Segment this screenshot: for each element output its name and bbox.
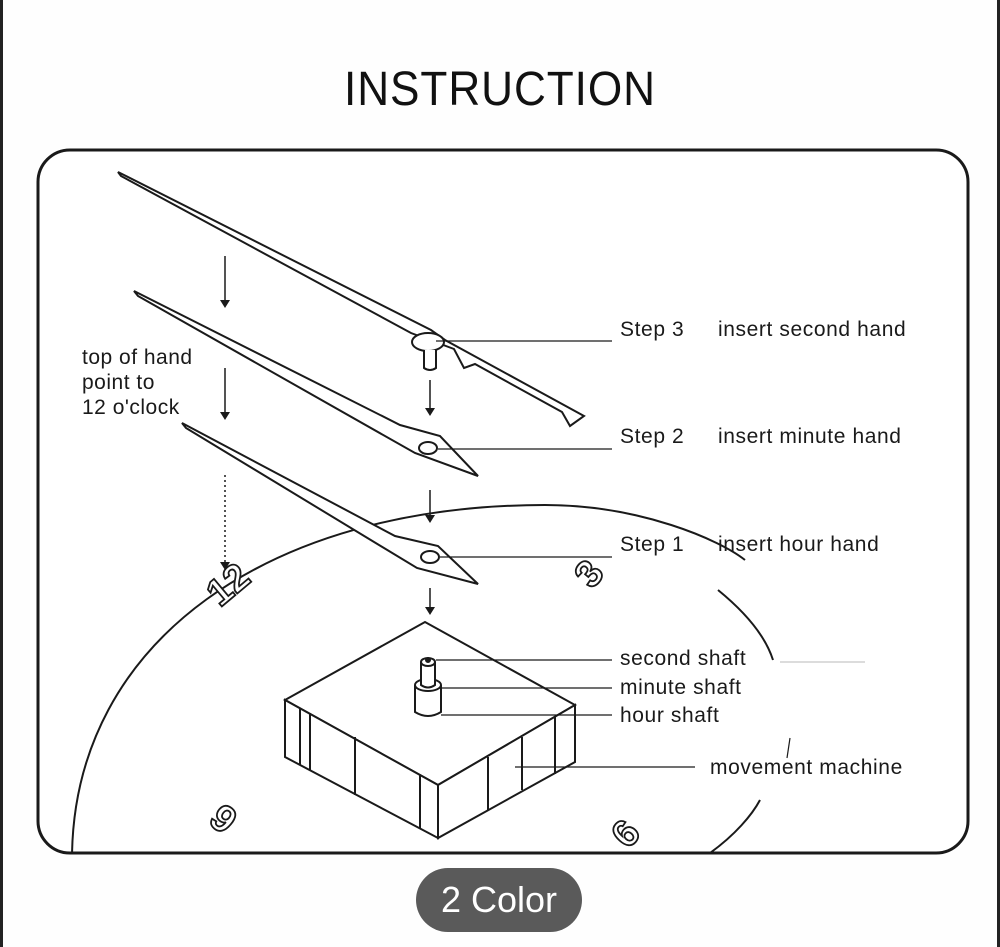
note-line-1: top of hand — [82, 346, 193, 369]
second-shaft-label: second shaft — [620, 647, 747, 670]
minute-hand-hole — [418, 441, 438, 455]
hour-shaft-body — [414, 685, 442, 717]
clock-face-arc-bottom — [709, 799, 761, 853]
diagram-frame — [36, 148, 970, 855]
minute-hand — [133, 290, 479, 477]
hand-orientation-note: top of hand point to 12 o'clock — [82, 345, 193, 420]
step-1-label: Step 1 — [620, 533, 685, 556]
second-hand-hub — [411, 332, 445, 352]
note-line-2: point to — [82, 371, 155, 394]
note-line-3: 12 o'clock — [82, 396, 180, 419]
minute-shaft-label: minute shaft — [620, 676, 742, 699]
step-1-text: insert hour hand — [718, 533, 880, 556]
page-title: INSTRUCTION — [344, 63, 656, 116]
right-edge — [997, 0, 1000, 947]
clock-face-arc-right — [717, 589, 774, 661]
step-2-label: Step 2 — [620, 425, 685, 448]
step-2-text: insert minute hand — [718, 425, 902, 448]
step-3-text: insert second hand — [718, 318, 907, 341]
hour-shaft-label: hour shaft — [620, 704, 720, 727]
movement-machine-label: movement machine — [710, 756, 903, 779]
second-hand-pin — [423, 350, 437, 371]
hour-hand — [181, 422, 479, 585]
hour-hand-hole — [420, 550, 440, 564]
movement-right-side — [437, 703, 576, 840]
color-option-badge[interactable]: 2 Color — [416, 868, 582, 932]
clock-face-outline — [71, 503, 746, 853]
left-edge — [0, 0, 3, 947]
step-3-label: Step 3 — [620, 318, 685, 341]
minute-shaft-body — [420, 662, 436, 689]
